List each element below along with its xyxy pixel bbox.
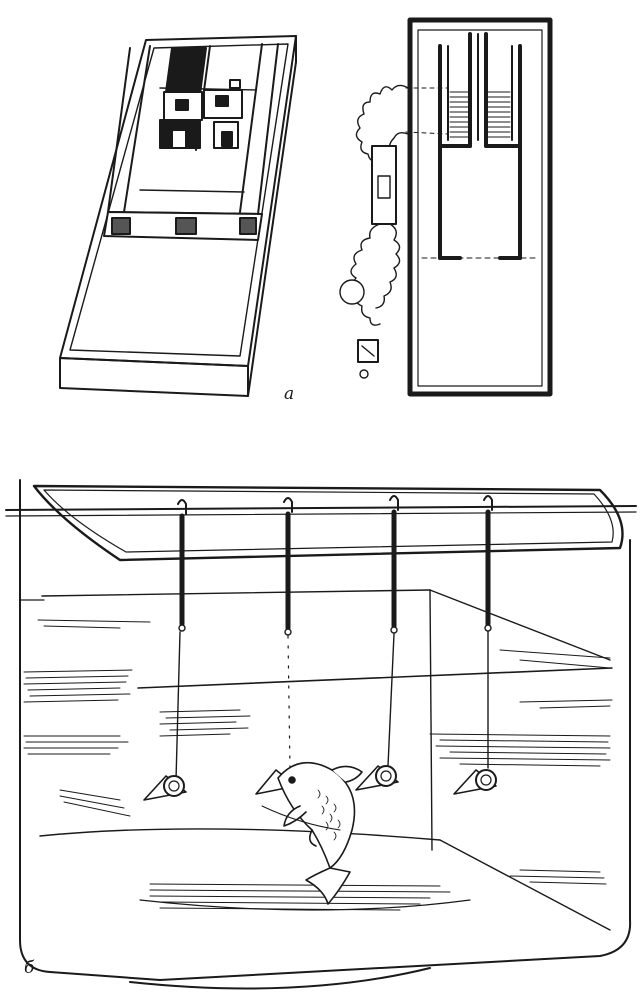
panel-a-label: а (284, 384, 295, 404)
mesh-window-1 (111, 217, 131, 235)
panel-b-label: б (24, 958, 35, 978)
dark-chamber (165, 47, 207, 95)
cable-ring (339, 279, 365, 305)
aquarium-top-frame (32, 484, 624, 562)
electrode-2 (255, 497, 297, 795)
water-surface (137, 667, 613, 689)
cable-and-switch (339, 84, 409, 379)
aquarium (5, 479, 637, 990)
fish-body (277, 761, 356, 869)
water-shading (23, 619, 613, 911)
chamber-inner-wall (417, 29, 543, 387)
electrode-4 (453, 495, 497, 795)
electrode-3 (355, 495, 399, 791)
fish-dorsal-fin (331, 765, 363, 783)
chamber-outer-wall (407, 17, 553, 397)
coiled-cable-lower-2 (375, 223, 401, 309)
tray-front-face (59, 357, 249, 397)
coiled-cable-upper (355, 84, 409, 162)
tray-inner-rim (69, 43, 289, 357)
tray-apparatus (59, 35, 297, 397)
fish-eye (288, 776, 296, 784)
coiled-cable-lower (350, 223, 381, 326)
suspension-rod (5, 505, 637, 511)
fish-tail (305, 867, 351, 905)
chamber-water-hatch (449, 91, 511, 138)
mesh-window-3 (239, 217, 257, 235)
fish-pectoral-fin (283, 805, 307, 827)
chamber-cross-section (405, 17, 553, 397)
goldfish (261, 761, 363, 905)
mesh-window-2 (175, 217, 197, 235)
aquarium-glass-body (19, 479, 632, 981)
electrode-1 (143, 499, 187, 801)
